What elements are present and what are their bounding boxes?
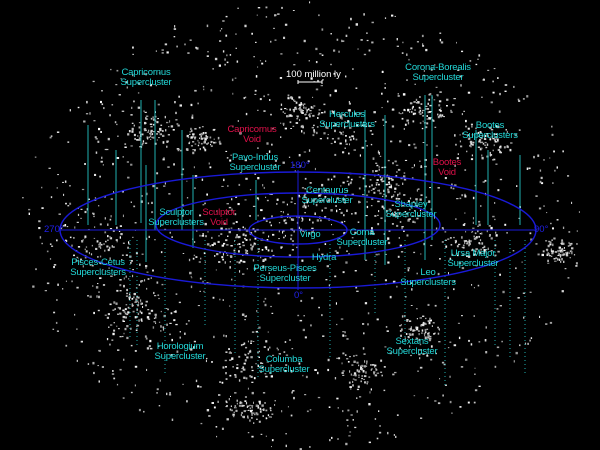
supercluster-label-line: Coma bbox=[349, 227, 375, 238]
supercluster-label-line: Supercluster bbox=[412, 72, 464, 83]
void-label-line: Sculptor bbox=[202, 207, 236, 218]
supercluster-label-line: Superclusters bbox=[462, 130, 518, 141]
supercluster-label-line: Centaurus bbox=[305, 185, 349, 196]
supercluster-label-line: Horologium bbox=[156, 341, 204, 352]
void-label-line: Void bbox=[438, 167, 456, 178]
supercluster-label-line: Sextans bbox=[395, 336, 429, 347]
supercluster-label-line: Supercluster bbox=[336, 237, 388, 248]
supercluster-label-line: Supercluster bbox=[229, 162, 281, 173]
supercluster-label-line: Bootes bbox=[475, 120, 505, 131]
supercluster-label-line: Supercluster bbox=[120, 77, 172, 88]
supercluster-label-line: Supercluster bbox=[385, 209, 437, 220]
scale-label: 100 million ly bbox=[286, 69, 341, 80]
supercluster-label-line: Hercules bbox=[329, 109, 365, 120]
supercluster-label-line: Superclusters bbox=[70, 267, 126, 278]
supercluster-label-line: Supercluster bbox=[447, 258, 499, 269]
supercluster-label-line: Perseus-Pisces bbox=[253, 263, 317, 274]
scale-bar bbox=[297, 80, 323, 84]
void-label-line: Void bbox=[210, 217, 228, 228]
void-label-line: Void bbox=[243, 134, 261, 145]
axis-label-270: 270° bbox=[44, 224, 64, 235]
supercluster-label-line: Superclusters bbox=[319, 119, 375, 130]
supercluster-label-line: Leo bbox=[420, 267, 436, 278]
height-stems bbox=[87, 95, 526, 385]
supercluster-label-line: Supercluster bbox=[154, 351, 206, 362]
supercluster-label-line: Capricornus bbox=[121, 67, 171, 78]
supercluster-label-line: Sculptor bbox=[159, 207, 193, 218]
void-label-line: Bootes bbox=[432, 157, 462, 168]
supercluster-label: Hydra bbox=[311, 252, 337, 263]
axis-label-90: 90° bbox=[534, 224, 549, 235]
axis-label-180: 180° bbox=[290, 160, 310, 171]
supercluster-label-line: Supercluster bbox=[301, 195, 353, 206]
supercluster-label-line: Superclusters bbox=[400, 277, 456, 288]
supercluster-label-line: Supercluster bbox=[258, 364, 310, 375]
supercluster-label: Virgo bbox=[299, 230, 320, 240]
galaxy-distribution bbox=[22, 1, 580, 450]
supercluster-label-line: Corona-Borealis bbox=[405, 62, 471, 73]
supercluster-label-line: Virgo bbox=[299, 229, 321, 240]
supercluster-label-line: Shapley bbox=[394, 199, 428, 210]
void-label-line: Capricornus bbox=[227, 124, 277, 135]
supercluster-label-line: Columba bbox=[265, 354, 303, 365]
supercluster-label-line: Superclusters bbox=[148, 217, 204, 228]
galactic-plane-grid bbox=[59, 170, 537, 290]
supercluster-label-line: Supercluster bbox=[386, 346, 438, 357]
supercluster-label-line: Hydra bbox=[311, 252, 337, 263]
supercluster-label-line: Ursa Major bbox=[450, 248, 496, 259]
supercluster-label-line: Supercluster bbox=[259, 273, 311, 284]
supercluster-label-line: Pisces-Cetus bbox=[71, 257, 125, 268]
supercluster-label-line: Pavo-Indus bbox=[231, 152, 279, 163]
axis-label-0: 0° bbox=[294, 290, 304, 301]
